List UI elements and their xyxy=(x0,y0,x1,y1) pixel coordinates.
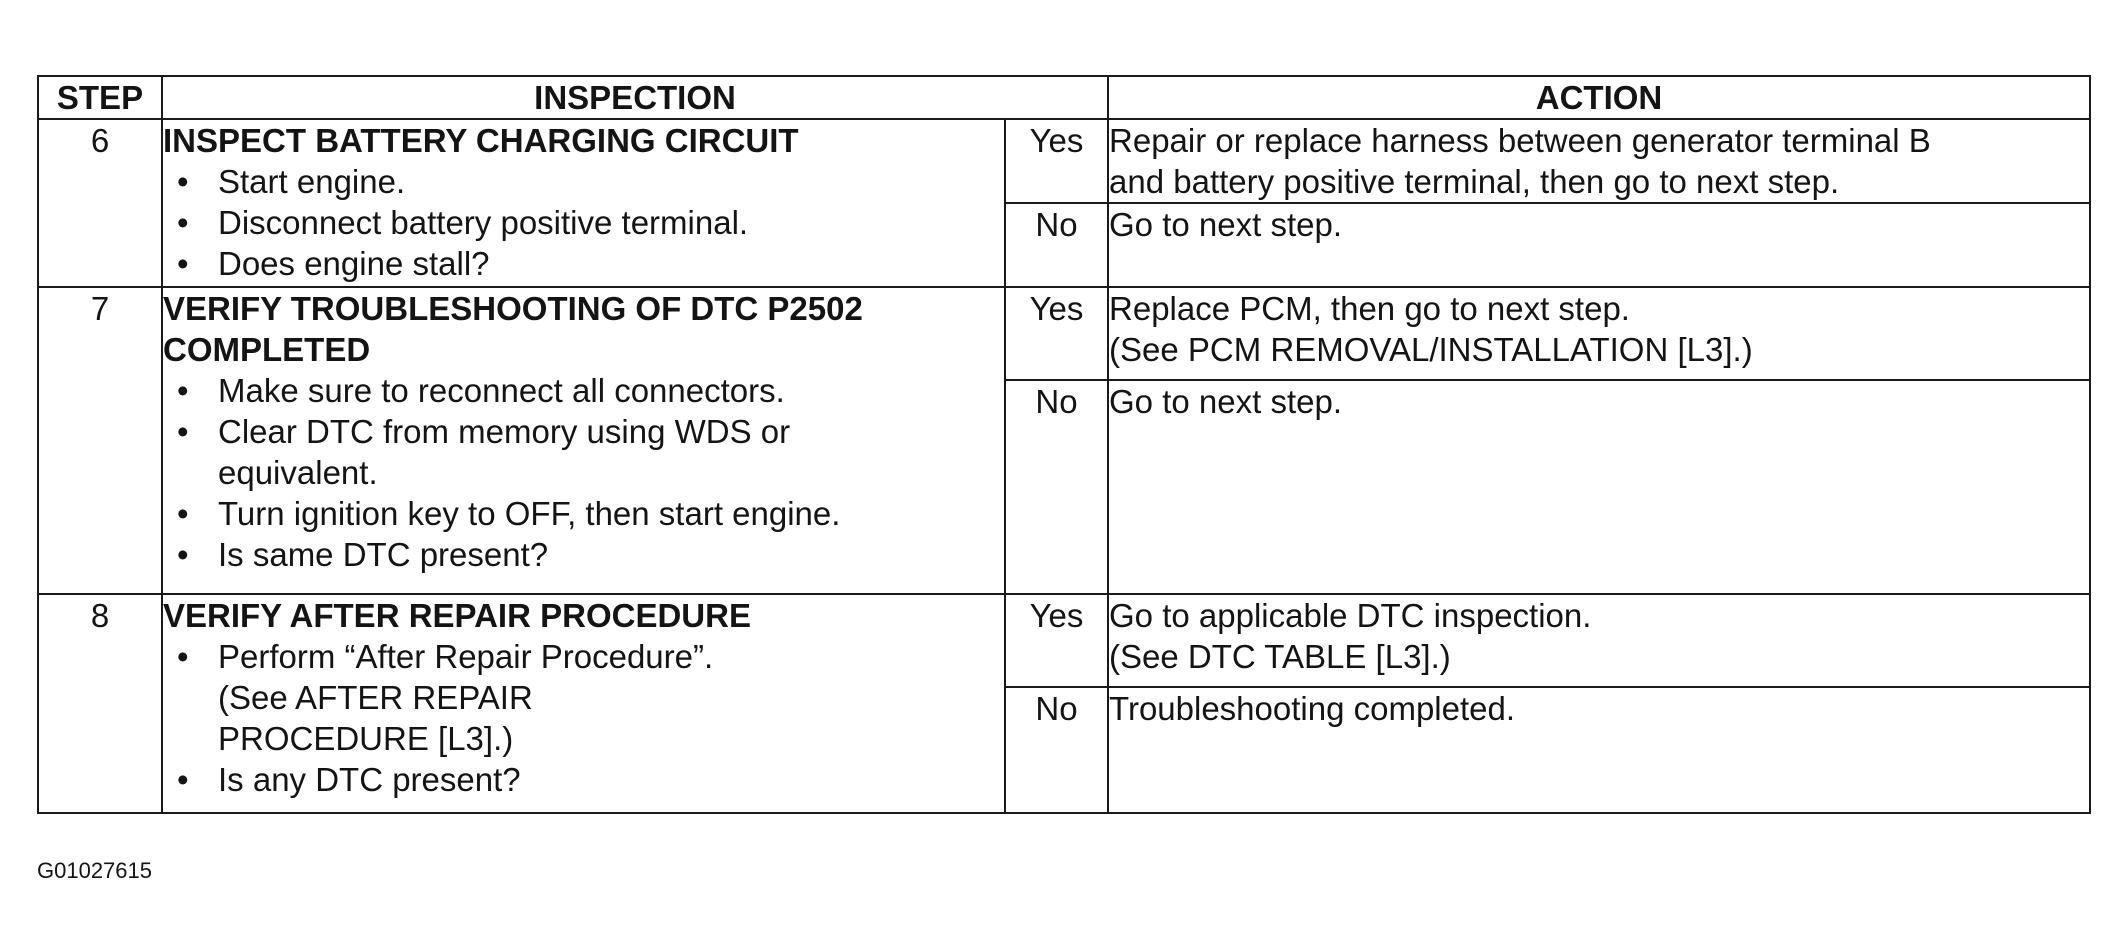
action-line: Go to applicable DTC inspection. xyxy=(1109,597,1592,634)
inspection-bullets: Perform “After Repair Procedure”. (See A… xyxy=(163,636,1004,800)
step-number: 6 xyxy=(37,118,163,288)
step-column-header: STEP xyxy=(37,75,163,120)
yes-label: Yes xyxy=(1003,593,1110,688)
no-action: Go to next step. xyxy=(1107,202,2092,288)
inspection-title: VERIFY AFTER REPAIR PROCEDURE xyxy=(163,597,751,634)
bullet-line: equivalent. xyxy=(218,454,378,491)
action-line: and battery positive terminal, then go t… xyxy=(1109,163,1840,200)
action-line: Go to next step. xyxy=(1109,383,1342,420)
table-row: No Go to next step. xyxy=(38,379,2092,595)
no-action: Go to next step. xyxy=(1107,379,2092,595)
list-item: Turn ignition key to OFF, then start eng… xyxy=(163,493,1004,534)
no-action: Troubleshooting completed. xyxy=(1107,686,2092,814)
list-item: Perform “After Repair Procedure”. (See A… xyxy=(163,636,1004,759)
action-column-header: ACTION xyxy=(1107,75,2092,120)
yes-action: Replace PCM, then go to next step. (See … xyxy=(1107,286,2092,381)
action-line: (See DTC TABLE [L3].) xyxy=(1109,638,1451,675)
table-row: 6 INSPECT BATTERY CHARGING CIRCUIT Start… xyxy=(37,118,2092,288)
dtc-inspection-table: STEP INSPECTION ACTION 6 INSPECT BATTERY… xyxy=(37,75,2092,814)
inspection-bullets: Make sure to reconnect all connectors. C… xyxy=(163,370,1004,575)
inspection-cell: VERIFY AFTER REPAIR PROCEDURE Perform “A… xyxy=(161,593,1006,814)
yes-label: Yes xyxy=(1003,286,1110,381)
yes-label: Yes xyxy=(1003,118,1110,204)
action-line: Troubleshooting completed. xyxy=(1109,690,1516,727)
inspection-title: INSPECT BATTERY CHARGING CIRCUIT xyxy=(163,122,799,159)
bullet-line: Perform “After Repair Procedure”. xyxy=(218,638,714,675)
no-label: No xyxy=(1003,379,1110,595)
title-line: VERIFY TROUBLESHOOTING OF DTC P2502 xyxy=(163,290,863,327)
list-item: Is any DTC present? xyxy=(163,759,1004,800)
step-number: 7 xyxy=(37,286,163,595)
inspection-bullets: Start engine. Disconnect battery positiv… xyxy=(163,161,1004,284)
list-item: Clear DTC from memory using WDS or equiv… xyxy=(163,411,1004,493)
table-row: No Troubleshooting completed. xyxy=(38,686,2092,814)
action-line: Replace PCM, then go to next step. xyxy=(1109,290,1630,327)
yes-action: Repair or replace harness between genera… xyxy=(1107,118,2092,204)
inspection-title: VERIFY TROUBLESHOOTING OF DTC P2502 COMP… xyxy=(163,288,1004,370)
action-line: Repair or replace harness between genera… xyxy=(1109,122,1931,159)
inspection-cell: VERIFY TROUBLESHOOTING OF DTC P2502 COMP… xyxy=(161,286,1006,595)
dtc-inspection-table-wrapper: STEP INSPECTION ACTION 6 INSPECT BATTERY… xyxy=(37,75,2092,814)
yes-action: Go to applicable DTC inspection. (See DT… xyxy=(1107,593,2092,688)
table-row: 8 VERIFY AFTER REPAIR PROCEDURE Perform … xyxy=(37,593,2092,814)
table-row: 7 VERIFY TROUBLESHOOTING OF DTC P2502 CO… xyxy=(37,286,2092,595)
list-item: Start engine. xyxy=(163,161,1004,202)
list-item: Is same DTC present? xyxy=(163,534,1004,575)
no-label: No xyxy=(1003,686,1110,814)
action-line: Go to next step. xyxy=(1109,206,1342,243)
inspection-cell: INSPECT BATTERY CHARGING CIRCUIT Start e… xyxy=(161,118,1006,288)
inspection-column-header: INSPECTION xyxy=(160,75,1110,120)
bullet-line: (See AFTER REPAIR xyxy=(218,679,533,716)
table-row: No Go to next step. xyxy=(38,202,2092,288)
list-item: Make sure to reconnect all connectors. xyxy=(163,370,1004,411)
no-label: No xyxy=(1003,202,1110,288)
title-line: COMPLETED xyxy=(163,331,371,368)
figure-id-caption: G01027615 xyxy=(37,858,152,883)
step-number: 8 xyxy=(37,593,163,814)
header-row: STEP INSPECTION ACTION xyxy=(37,75,2092,120)
bullet-line: PROCEDURE [L3].) xyxy=(218,720,514,757)
action-line: (See PCM REMOVAL/INSTALLATION [L3].) xyxy=(1109,331,1753,368)
bullet-line: Clear DTC from memory using WDS or xyxy=(218,413,791,450)
list-item: Does engine stall? xyxy=(163,243,1004,284)
list-item: Disconnect battery positive terminal. xyxy=(163,202,1004,243)
